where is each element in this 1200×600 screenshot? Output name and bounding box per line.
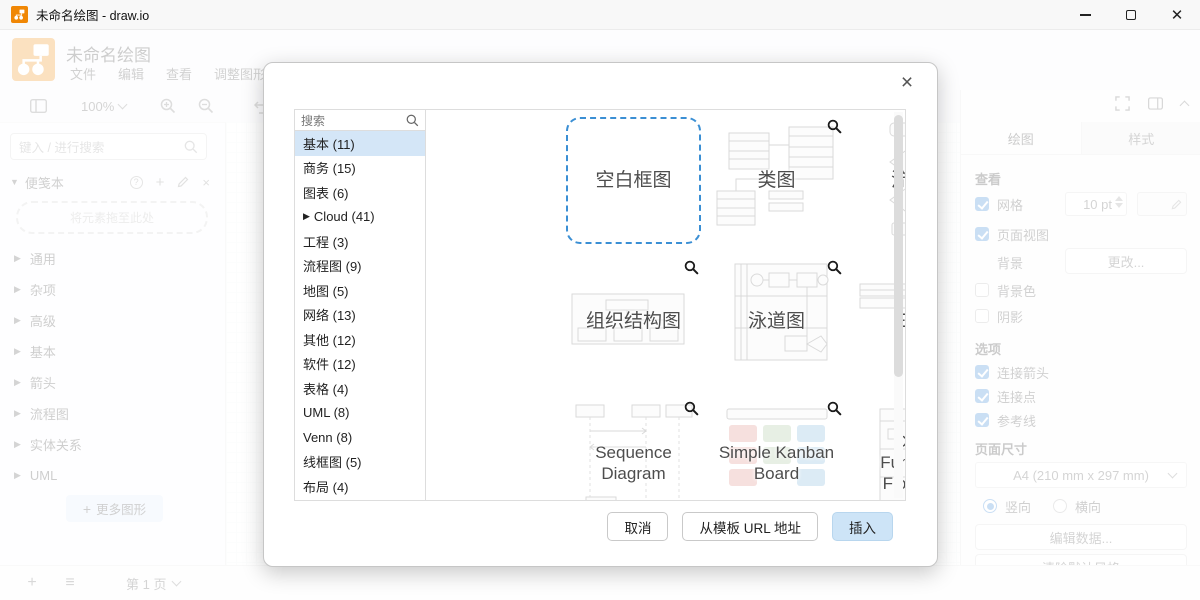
template-preview — [571, 293, 685, 345]
category-流程图[interactable]: 流程图 (9) — [303, 259, 362, 275]
scrollbar-thumb[interactable] — [894, 115, 903, 377]
search-icon — [406, 114, 419, 126]
template-label: Sequence Diagram — [595, 442, 672, 483]
expand-arrow-icon: ▶ — [303, 211, 310, 222]
template-label: Simple Kanban Board — [718, 442, 835, 483]
template-label: 组织结构图 — [585, 310, 681, 332]
category-表格[interactable]: 表格 (4) — [303, 381, 349, 397]
category-线框图[interactable]: 线框图 (5) — [303, 455, 362, 471]
minimize-button[interactable] — [1062, 0, 1108, 30]
template-class[interactable]: 类图 — [709, 117, 844, 244]
category-基本[interactable]: 基本 (11) — [295, 131, 425, 156]
os-titlebar: 未命名绘图 - draw.io ✕ — [0, 0, 1200, 30]
category-布局[interactable]: 布局 (4) — [303, 479, 349, 495]
preview-magnifier-icon[interactable] — [827, 119, 842, 134]
template-preview — [575, 404, 693, 500]
template-preview — [716, 126, 834, 226]
category-网络[interactable]: 网络 (13) — [303, 308, 356, 324]
preview-magnifier-icon[interactable] — [684, 260, 699, 275]
close-window-button[interactable]: ✕ — [1170, 6, 1184, 24]
maximize-button[interactable] — [1108, 0, 1154, 30]
template-label: 空白框图 — [595, 169, 672, 191]
category-Cloud[interactable]: ▶Cloud (41) — [303, 209, 375, 225]
category-软件[interactable]: 软件 (12) — [303, 357, 356, 373]
category-其他[interactable]: 其他 (12) — [303, 332, 356, 348]
template-search-placeholder: 搜索 — [301, 113, 326, 128]
template-search-input[interactable]: 搜索 — [295, 110, 425, 131]
template-swimlane[interactable]: 泳道图 — [709, 258, 844, 385]
template-sequence[interactable]: Sequence Diagram — [566, 399, 701, 500]
template-grid: 空白框图 类图 流程图 组织结构图 泳道图 E-R图 Sequence Diag… — [426, 110, 905, 500]
scrollbar-track[interactable] — [894, 112, 903, 498]
template-label: 类图 — [757, 169, 796, 191]
template-kanban[interactable]: Simple Kanban Board — [709, 399, 844, 500]
category-商务[interactable]: 商务 (15) — [303, 161, 356, 177]
dialog-close-icon[interactable]: × — [900, 71, 914, 94]
template-categories: 搜索 基本 (11) 商务 (15) 图表 (6) ▶Cloud (41) 工程 (3)… — [295, 110, 426, 500]
category-UML[interactable]: UML (8) — [303, 405, 350, 421]
category-地图[interactable]: 地图 (5) — [303, 283, 349, 299]
from-template-url-button[interactable]: 从模板 URL 地址 — [682, 512, 818, 541]
preview-magnifier-icon[interactable] — [827, 260, 842, 275]
template-preview — [726, 408, 828, 486]
drawio-logo-icon — [11, 6, 28, 23]
category-工程[interactable]: 工程 (3) — [303, 234, 349, 250]
template-dialog: × 搜索 基本 (11) 商务 (15) 图表 (6) ▶Cloud (41) 工程 (… — [263, 62, 938, 567]
dialog-content: 搜索 基本 (11) 商务 (15) 图表 (6) ▶Cloud (41) 工程 (3)… — [294, 109, 906, 501]
template-preview — [734, 263, 829, 361]
category-Venn[interactable]: Venn (8) — [303, 429, 353, 445]
preview-magnifier-icon[interactable] — [684, 401, 699, 416]
cancel-button[interactable]: 取消 — [607, 512, 669, 541]
insert-button[interactable]: 插入 — [832, 512, 893, 541]
template-label: 泳道图 — [747, 310, 805, 332]
template-blank[interactable]: 空白框图 — [566, 117, 701, 244]
template-orgchart[interactable]: 组织结构图 — [566, 258, 701, 385]
category-图表[interactable]: 图表 (6) — [303, 185, 349, 201]
window-title: 未命名绘图 - draw.io — [36, 9, 150, 23]
preview-magnifier-icon[interactable] — [827, 401, 842, 416]
